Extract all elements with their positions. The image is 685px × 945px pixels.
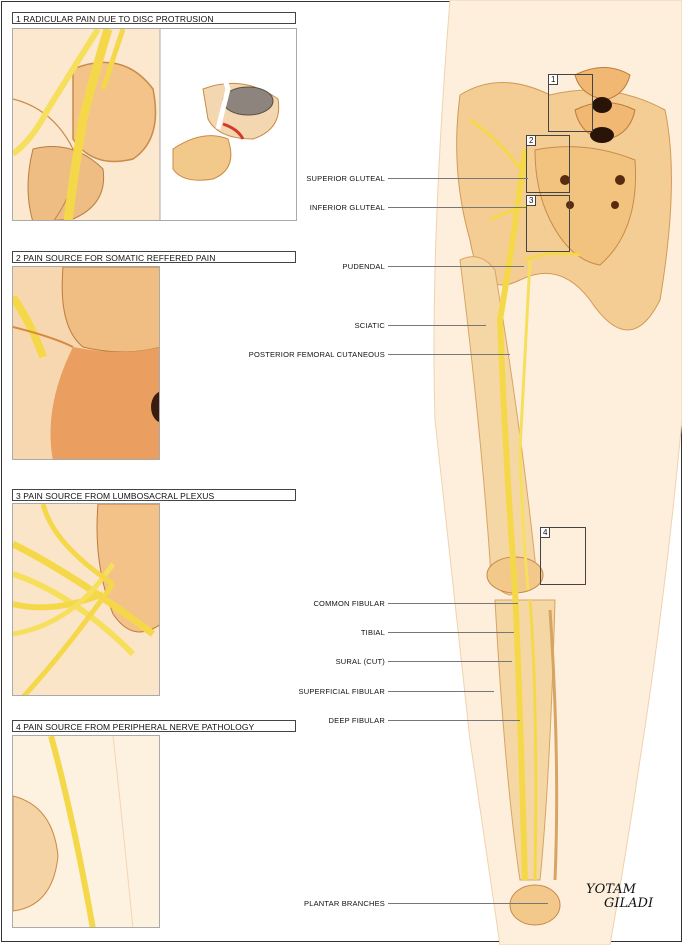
leader-sural (388, 661, 512, 662)
label-superior-gluteal: SUPERIOR GLUTEAL (306, 174, 385, 183)
leader-deep-fibular (388, 720, 520, 721)
label-posterior-femoral-cutaneous: POSTERIOR FEMORAL CUTANEOUS (248, 350, 385, 359)
label-superficial-fibular: SUPERFICIAL FIBULAR (298, 687, 385, 696)
leader-pudendal (388, 266, 524, 267)
leader-plantar-branches (388, 903, 548, 904)
leader-superior-gluteal (388, 178, 528, 179)
panel-2-title: 2 PAIN SOURCE FOR SOMATIC REFFERED PAIN (12, 251, 296, 263)
leader-inferior-gluteal (388, 207, 526, 208)
panel-4-illustration (12, 735, 160, 928)
panel-2-illustration (12, 266, 160, 460)
leader-posterior-femoral-cutaneous (388, 354, 510, 355)
label-inferior-gluteal: INFERIOR GLUTEAL (309, 203, 385, 212)
zone-1-number: 1 (548, 74, 559, 85)
panel-1-title: 1 RADICULAR PAIN DUE TO DISC PROTRUSION (12, 12, 296, 24)
panel-3-illustration (12, 503, 160, 696)
posterior-leg-anatomy (433, 0, 682, 945)
zone-4-number: 4 (540, 527, 551, 538)
label-sural: SURAL (CUT) (335, 657, 385, 666)
panel-3-title: 3 PAIN SOURCE FROM LUMBOSACRAL PLEXUS (12, 489, 296, 501)
leader-tibial (388, 632, 514, 633)
leader-sciatic (388, 325, 486, 326)
zone-1-box (548, 74, 593, 132)
zone-2-box (526, 135, 570, 193)
label-plantar-branches: PLANTAR BRANCHES (304, 899, 385, 908)
leader-common-fibular (388, 603, 518, 604)
panel-1-illustration (12, 28, 297, 221)
zone-3-number: 3 (526, 195, 537, 206)
panel-4-title: 4 PAIN SOURCE FROM PERIPHERAL NERVE PATH… (12, 720, 296, 732)
artist-signature: YOTAM GILADI (586, 882, 654, 911)
zone-4-box (540, 527, 586, 585)
label-deep-fibular: DEEP FIBULAR (328, 716, 385, 725)
leader-superficial-fibular (388, 691, 494, 692)
zone-3-box (526, 195, 570, 252)
label-sciatic: SCIATIC (354, 321, 385, 330)
label-common-fibular: COMMON FIBULAR (313, 599, 385, 608)
zone-2-number: 2 (526, 135, 537, 146)
label-tibial: TIBIAL (360, 628, 385, 637)
label-pudendal: PUDENDAL (342, 262, 385, 271)
